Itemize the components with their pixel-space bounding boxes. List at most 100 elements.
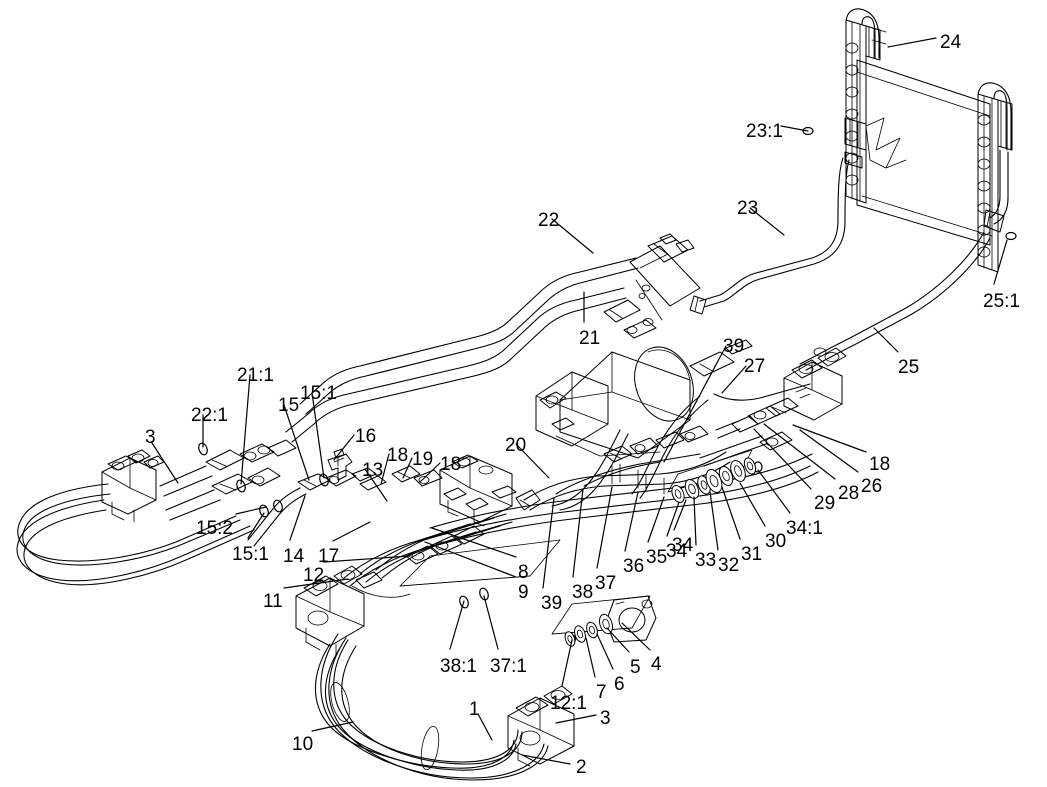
- callout-label-35: 35: [646, 547, 668, 568]
- callout-label-22: 22: [538, 210, 560, 231]
- leader-line-34a: [666, 501, 680, 537]
- callout-label-15: 15: [278, 395, 300, 416]
- callout-label-31: 31: [741, 544, 763, 565]
- callout-label-10: 10: [292, 734, 314, 755]
- hydrostatic-pump-assembly: [535, 233, 753, 459]
- leader-line-23:1: [780, 125, 809, 132]
- callout-label-14: 14: [283, 546, 305, 567]
- leader-line-35: [647, 496, 665, 543]
- leader-line-18a: [380, 453, 390, 485]
- callout-label-34:1: 34:1: [786, 518, 823, 539]
- oring-23-1: [802, 126, 814, 136]
- leader-line-3b: [555, 714, 597, 724]
- callout-label-7: 7: [596, 682, 607, 703]
- callout-label-29: 29: [814, 493, 836, 514]
- oil-cooler-assembly: [844, 8, 1013, 273]
- washer-stack-exploded: [667, 431, 793, 504]
- leader-line-5: [606, 627, 630, 653]
- callout-label-25: 25: [898, 357, 920, 378]
- wheel-motor-left: [101, 449, 165, 523]
- oring-21-1: [236, 479, 246, 493]
- hose-loop-left: [16, 483, 255, 586]
- callout-leaders: [151, 37, 1008, 765]
- oring-15-2: [273, 499, 283, 513]
- wheel-motor-right: [507, 685, 575, 767]
- leader-line-27: [721, 365, 747, 394]
- callout-label-12: 12: [303, 565, 325, 586]
- leader-line-20: [515, 443, 550, 479]
- callout-label-36: 36: [623, 556, 645, 577]
- leader-line-26: [799, 429, 859, 473]
- bracket-hardware-assembly: [551, 595, 657, 647]
- callout-label-12:1: 12:1: [550, 693, 587, 714]
- left-coupler-assembly: [159, 439, 297, 521]
- leader-line-21:1: [240, 374, 251, 485]
- leader-line-8: [431, 527, 517, 558]
- hose-loop-bottom: [314, 633, 549, 781]
- leader-line-11: [283, 578, 349, 589]
- leader-line-14: [289, 495, 306, 541]
- callout-label-30: 30: [765, 531, 787, 552]
- callout-label-33: 33: [695, 550, 717, 571]
- leader-line-34b: [673, 499, 687, 531]
- leader-line-13: [364, 468, 388, 502]
- leader-line-9: [424, 541, 517, 578]
- tee-fitting-cluster: [247, 448, 443, 547]
- callout-label-6: 6: [614, 674, 625, 695]
- callout-label-21: 21: [579, 328, 601, 349]
- oring-37-1: [479, 587, 489, 601]
- callout-label-21:1: 21:1: [237, 365, 274, 386]
- wheel-motor-front: [295, 565, 383, 657]
- leader-line-37:1: [483, 595, 499, 650]
- callout-label-13: 13: [362, 460, 384, 481]
- hose-22: [299, 257, 639, 415]
- oring-38-1: [459, 595, 469, 609]
- callout-label-18b: 18: [440, 454, 462, 475]
- callout-label-15:1b: 15:1: [232, 544, 269, 565]
- oring-15-1a: [319, 473, 329, 487]
- oring-22-1: [198, 442, 208, 456]
- leader-line-37: [596, 486, 613, 569]
- callout-label-37:1: 37:1: [490, 656, 527, 677]
- manifold-block-right: [715, 347, 847, 439]
- callout-label-2: 2: [576, 757, 587, 778]
- callout-label-38: 38: [572, 582, 594, 603]
- leader-line-12: [323, 555, 411, 563]
- callout-label-39a: 39: [541, 593, 563, 614]
- callout-label-3b: 3: [600, 708, 611, 729]
- callout-label-38:1: 38:1: [440, 656, 477, 677]
- hose-23: [689, 157, 850, 315]
- control-valve-block: [439, 454, 517, 527]
- leader-line-4: [621, 622, 651, 651]
- callout-label-15:1a: 15:1: [300, 383, 337, 404]
- leader-line-36: [624, 491, 639, 552]
- leader-line-29: [753, 428, 812, 490]
- callout-label-34a: 34: [666, 541, 688, 562]
- callout-label-11: 11: [263, 591, 283, 612]
- leader-line-39a: [542, 497, 555, 589]
- leader-line-33: [693, 496, 697, 546]
- leader-line-16: [333, 434, 355, 461]
- leader-line-34:1: [757, 469, 791, 514]
- callout-label-34b: 34: [672, 535, 694, 556]
- hose-group-front: [343, 513, 513, 598]
- callout-label-4: 4: [651, 654, 662, 675]
- callout-label-23:1: 23:1: [746, 121, 783, 142]
- callout-label-18c: 18: [869, 454, 891, 475]
- hose-21: [285, 287, 627, 443]
- leader-line-32: [709, 491, 719, 551]
- callout-label-19: 19: [412, 449, 434, 470]
- callout-label-23: 23: [737, 198, 759, 219]
- callout-label-15:2: 15:2: [196, 518, 233, 539]
- oring-25-1: [1005, 231, 1017, 241]
- leader-line-28: [763, 423, 836, 480]
- callout-label-17: 17: [318, 546, 340, 567]
- callout-label-32: 32: [718, 555, 740, 576]
- callout-label-3a: 3: [145, 427, 156, 448]
- leader-line-3a: [151, 442, 179, 484]
- callout-label-39b: 39: [723, 336, 745, 357]
- leader-line-39b: [663, 345, 727, 463]
- callout-label-25:1: 25:1: [983, 291, 1020, 312]
- leader-line-10: [311, 721, 354, 732]
